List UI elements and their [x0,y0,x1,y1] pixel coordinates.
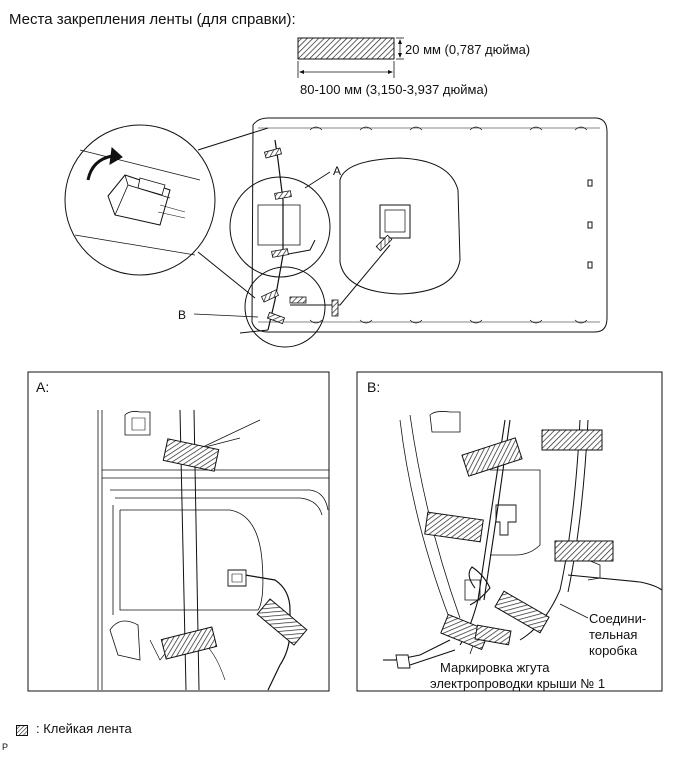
tape-width-label: 20 мм (0,787 дюйма) [405,42,531,57]
tape-length-label: 80-100 мм (3,150-3,937 дюйма) [300,82,489,97]
callout-a-label: A [333,164,342,178]
panel-b-title: B: [367,379,381,395]
panel-a-frame [27,371,330,692]
panel-a-tapes [160,438,308,660]
adhesive-tape-legend-icon [16,725,28,736]
clip-installation-detail [74,146,201,256]
corner-mark: P [2,742,9,752]
harness-marking-label-line2: электропроводки крыши № 1 [430,676,606,691]
junction-box-label-line3: коробка [589,643,638,658]
panel-a-title: A: [36,379,50,395]
junction-box-label-line2: тельная [589,627,638,642]
panel-b-tapes [424,429,614,651]
legend-label: : Клейкая лента [36,721,132,736]
tape-size-reference [297,37,404,78]
junction-box-label-line1: Соедини- [589,611,647,626]
roof-headliner-overview [64,117,608,348]
page-title: Места закрепления ленты (для справки): [9,11,296,28]
overview-tape-marks [260,147,393,325]
callout-b-label: B [178,308,187,322]
harness-marking-label-line1: Маркировка жгута [440,660,550,675]
panel-b-frame [356,371,663,692]
